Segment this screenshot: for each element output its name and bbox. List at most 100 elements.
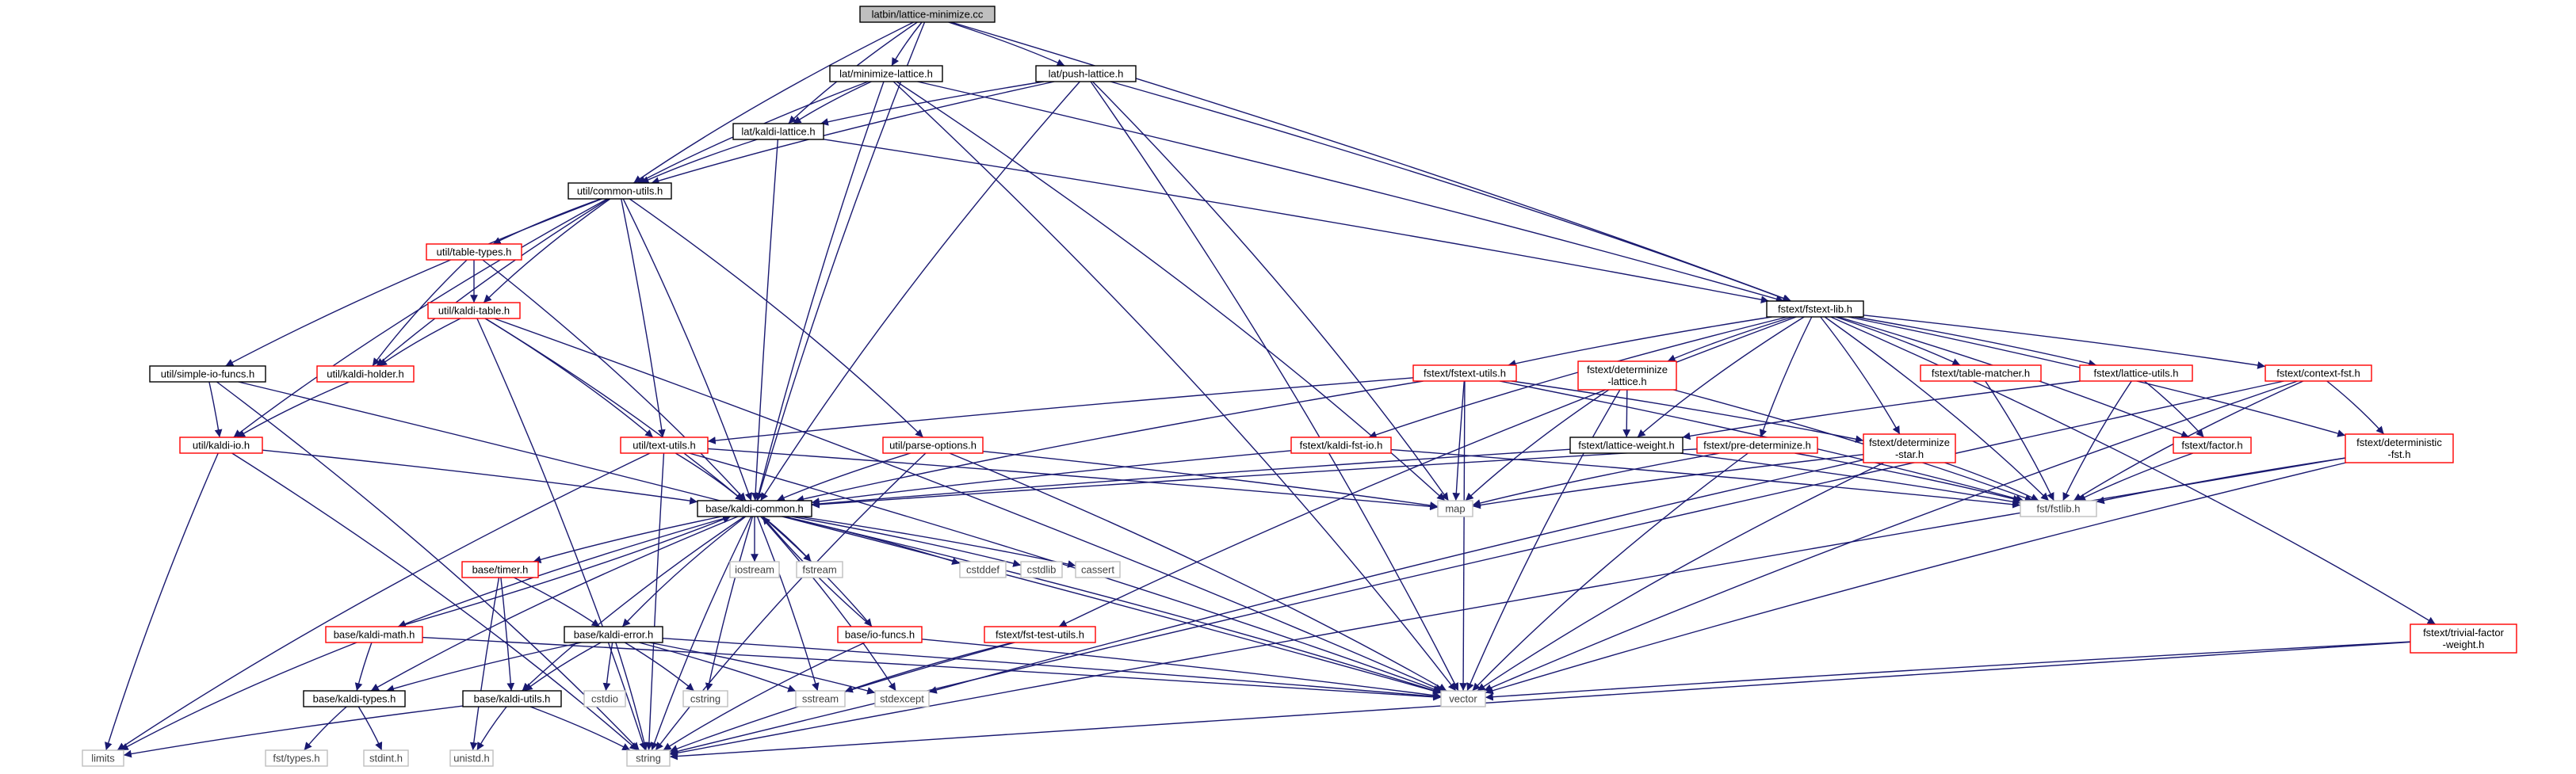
node-commonutils[interactable]: util/common-utils.h [568, 182, 672, 200]
edge-pushlat-to-map [1091, 81, 1450, 501]
edge-kalditypes-to-stdint [357, 706, 383, 751]
edge-kaldiholder-to-kaldiio [236, 381, 350, 438]
node-kaldilat[interactable]: lat/kaldi-lattice.h [732, 123, 824, 140]
node-parseopts[interactable]: util/parse-options.h [882, 437, 984, 454]
edge-pushlat-to-fstextlib [1110, 81, 1791, 303]
edge-timer-to-unistd [469, 577, 500, 751]
node-kaldiutils-box [462, 690, 562, 707]
node-detlat[interactable]: fstext/determinize-lattice.h [1577, 360, 1677, 391]
edge-latweight-to-fstlib [1680, 452, 2021, 506]
edge-fstextlib-to-tablematcher [1835, 316, 1961, 366]
node-kaldimath-label: base/kaldi-math.h [334, 629, 415, 641]
node-contextfst[interactable]: fstext/context-fst.h [2265, 364, 2372, 382]
node-kaldiholder-label: util/kaldi-holder.h [327, 368, 404, 380]
node-detstar[interactable]: fstext/determinize-star.h [1863, 433, 1956, 463]
node-kaldimath[interactable]: base/kaldi-math.h [325, 626, 423, 643]
node-timer-box [461, 561, 539, 578]
node-kaldiholder[interactable]: util/kaldi-holder.h [316, 365, 415, 383]
node-iofuncs[interactable]: base/io-funcs.h [837, 626, 923, 643]
edge-commonutils-to-parseopts [629, 198, 924, 438]
node-stdint-label: stdint.h [369, 753, 403, 764]
node-limits-label: limits [91, 753, 115, 764]
edge-kalditable-to-textutils [484, 318, 654, 438]
edge-kaldicommon-to-stdexcept [760, 516, 896, 692]
edge-trivial-to-string [669, 641, 2411, 761]
node-minlat[interactable]: lat/minimize-lattice.h [829, 65, 943, 82]
node-tabletypes[interactable]: util/table-types.h [426, 243, 522, 261]
edge-fstextlib-to-latweight [1637, 316, 1805, 438]
node-kalditable-box [427, 302, 521, 319]
node-root[interactable]: latbin/lattice-minimize.cc [859, 6, 996, 23]
node-detfst[interactable]: fstext/deterministic-fst.h [2345, 433, 2454, 463]
node-trivial[interactable]: fstext/trivial-factor-weight.h [2410, 623, 2517, 654]
edge-parseopts-to-map [982, 450, 1439, 509]
edge-latweight-to-kaldicommon [811, 448, 1571, 508]
edge-detlat-to-vector [1466, 389, 1621, 692]
edge-kaldifstio-to-fstlib [1390, 448, 2021, 509]
edge-pushlat-to-vector [1090, 81, 1459, 692]
node-simpleio-box [149, 365, 266, 383]
edge-kaldicommon-to-cstring [705, 516, 754, 692]
node-cassert-label: cassert [1081, 564, 1114, 576]
edge-predet-to-vector [1472, 452, 1749, 692]
edge-predet-to-map [1472, 452, 1720, 507]
node-textutils-label: util/text-utils.h [633, 440, 695, 452]
edge-kaldicommon-to-sstream [756, 516, 820, 692]
edge-kaldicommon-to-kalditypes [370, 516, 739, 692]
node-latutils-box [2079, 364, 2193, 382]
edge-kaldifstio-to-kaldicommon [811, 450, 1292, 505]
edge-predet-to-kaldicommon [811, 448, 1698, 509]
node-kaldicommon[interactable]: base/kaldi-common.h [697, 500, 812, 517]
node-latutils[interactable]: fstext/lattice-utils.h [2079, 364, 2193, 382]
node-kalditable[interactable]: util/kaldi-table.h [427, 302, 521, 319]
node-kaldiutils[interactable]: base/kaldi-utils.h [462, 690, 562, 707]
node-textutils[interactable]: util/text-utils.h [620, 437, 709, 454]
node-fsttestutils[interactable]: fstext/fst-test-utils.h [984, 626, 1096, 643]
edge-kaldierror-to-kalditypes [386, 642, 582, 692]
node-detlat-label: fstext/determinize [1587, 364, 1668, 376]
edge-kaldiio-to-limits [105, 452, 219, 751]
node-predet[interactable]: fstext/pre-determinize.h [1696, 437, 1818, 454]
node-fstextutils[interactable]: fstext/fstext-utils.h [1412, 364, 1517, 382]
edge-commonutils-to-kaldicommon [622, 198, 753, 501]
node-latweight-label: fstext/lattice-weight.h [1578, 440, 1674, 452]
node-stdexcept-label: stdexcept [880, 693, 924, 705]
edge-detstar-to-stdexcept [928, 459, 1864, 694]
node-kaldiio-box [179, 437, 263, 454]
node-kaldifstio-box [1290, 437, 1392, 454]
node-kaldiio[interactable]: util/kaldi-io.h [179, 437, 263, 454]
edge-factor-to-fstlib [2077, 452, 2193, 501]
node-kaldimath-box [325, 626, 423, 643]
node-factor[interactable]: fstext/factor.h [2173, 437, 2252, 454]
node-kaldierror[interactable]: base/kaldi-error.h [564, 626, 663, 643]
edge-iofuncs-to-vector [921, 639, 1442, 700]
edge-commonutils-to-kaldiholder [376, 198, 610, 367]
node-simpleio[interactable]: util/simple-io-funcs.h [149, 365, 266, 383]
node-kaldifstio-label: fstext/kaldi-fst-io.h [1300, 440, 1383, 452]
edge-root-to-kaldicommon [755, 21, 926, 501]
node-cstring-box [682, 690, 728, 707]
node-string-box [626, 749, 671, 767]
edge-kaldierror-to-stdexcept [648, 642, 876, 695]
node-fstextlib[interactable]: fstext/fstext-lib.h [1766, 300, 1864, 318]
edge-commonutils-to-kaldiio [233, 198, 608, 438]
node-kaldiio-label: util/kaldi-io.h [193, 440, 250, 452]
edge-fstextlib-to-detlat [1667, 316, 1793, 362]
node-pushlat[interactable]: lat/push-lattice.h [1035, 65, 1137, 82]
node-fstream-label: fstream [802, 564, 836, 576]
edge-fstextutils-to-textutils [707, 377, 1414, 444]
edge-minlat-to-kaldicommon [755, 81, 885, 501]
edge-fstextlib-to-fstextutils [1508, 316, 1772, 368]
node-tablematcher[interactable]: fstext/table-matcher.h [1920, 364, 2042, 382]
edge-predet-to-fstlib [1794, 452, 2021, 503]
node-latweight[interactable]: fstext/lattice-weight.h [1569, 437, 1684, 454]
edge-kalditable-to-kaldicommon [484, 318, 744, 501]
node-kalditypes[interactable]: base/kaldi-types.h [303, 690, 406, 707]
edge-timer-to-kaldiutils [500, 577, 515, 692]
node-factor-box [2173, 437, 2252, 454]
node-limits: limits [82, 749, 124, 767]
node-stdexcept: stdexcept [874, 690, 930, 707]
node-timer[interactable]: base/timer.h [461, 561, 539, 578]
edge-kaldimath-to-kaldicommon [397, 516, 732, 627]
node-kaldifstio[interactable]: fstext/kaldi-fst-io.h [1290, 437, 1392, 454]
